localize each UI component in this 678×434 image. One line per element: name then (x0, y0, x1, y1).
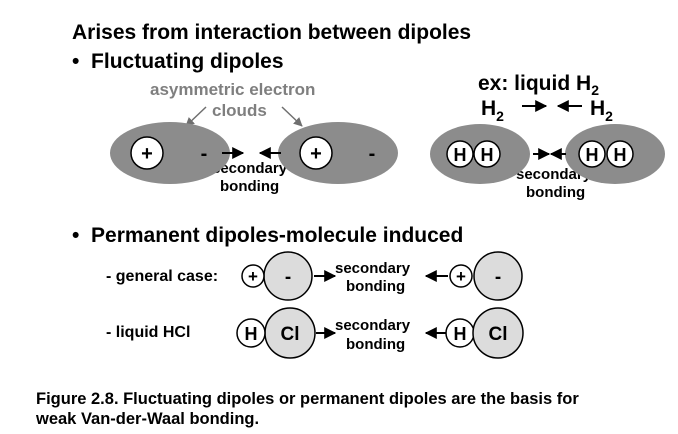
diagram-heading: Arises from interaction between dipoles (72, 21, 472, 44)
hcl-left-h (236, 318, 266, 348)
h-atom-1-label: H (454, 145, 467, 165)
bullet-permanent-text: Permanent dipoles-molecule induced (91, 224, 464, 247)
bullet-fluctuating-text: Fluctuating dipoles (91, 50, 284, 73)
plus-sign-right: + (310, 143, 322, 165)
general-right-negative (473, 251, 523, 301)
h-atom-2-label: H (481, 145, 494, 165)
minus-sign-right: - (369, 143, 376, 165)
bullet-fluctuating: • Fluctuating dipoles (72, 50, 284, 73)
positive-core-left (130, 136, 164, 170)
h-atom-1 (446, 140, 474, 168)
asym-label-line1: asymmetric electron (150, 80, 316, 99)
liquid-hcl-label: - liquid HCl (106, 324, 191, 341)
electron-cloud-left (110, 122, 230, 184)
hcl-left-cl-label: Cl (281, 324, 300, 345)
h-atom-3-label: H (586, 145, 599, 165)
plus-sign-left: + (141, 143, 153, 165)
bonding-label-fluct: bonding (220, 178, 280, 195)
hcl-left-h-label: H (245, 324, 258, 344)
figure-caption-line1: Figure 2.8. Fluctuating dipoles or perma… (36, 390, 579, 408)
general-case-label: - general case: (106, 268, 219, 285)
asym-label-line2: clouds (212, 101, 267, 120)
h-atom-4-label: H (614, 145, 627, 165)
h2-left-label: H2 (481, 97, 504, 124)
example-label: ex: liquid H2 (478, 72, 599, 99)
electron-cloud-right (278, 122, 398, 184)
general-right-plus: + (456, 267, 466, 286)
general-right-positive (449, 264, 473, 288)
general-left-minus: - (285, 267, 291, 288)
hcl-right-cl (472, 307, 524, 359)
bonding-label-h2: bonding (526, 184, 586, 201)
asym-pointer-right (281, 106, 303, 127)
secondary-label-hcl: secondary (335, 317, 411, 334)
asym-pointer-left (185, 106, 207, 127)
hcl-right-h-label: H (454, 324, 467, 344)
figure-caption-line2: weak Van-der-Waal bonding. (36, 410, 260, 428)
bullet-permanent: • Permanent dipoles-molecule induced (72, 224, 464, 247)
bonding-label-hcl: bonding (346, 336, 406, 353)
secondary-label-general: secondary (335, 260, 411, 277)
h-atom-4 (606, 140, 634, 168)
secondary-label-h2: secondary (516, 166, 592, 183)
minus-sign-left: - (201, 143, 208, 165)
h-atom-3 (578, 140, 606, 168)
general-right-minus: - (495, 267, 501, 288)
general-left-positive (241, 264, 265, 288)
general-left-plus: + (248, 267, 258, 286)
positive-core-right (299, 136, 333, 170)
h2-right-label: H2 (590, 97, 613, 124)
secondary-label-fluct: secondary (212, 160, 288, 177)
hcl-right-cl-label: Cl (489, 324, 508, 345)
bonding-label-general: bonding (346, 278, 406, 295)
h-atom-2 (473, 140, 501, 168)
